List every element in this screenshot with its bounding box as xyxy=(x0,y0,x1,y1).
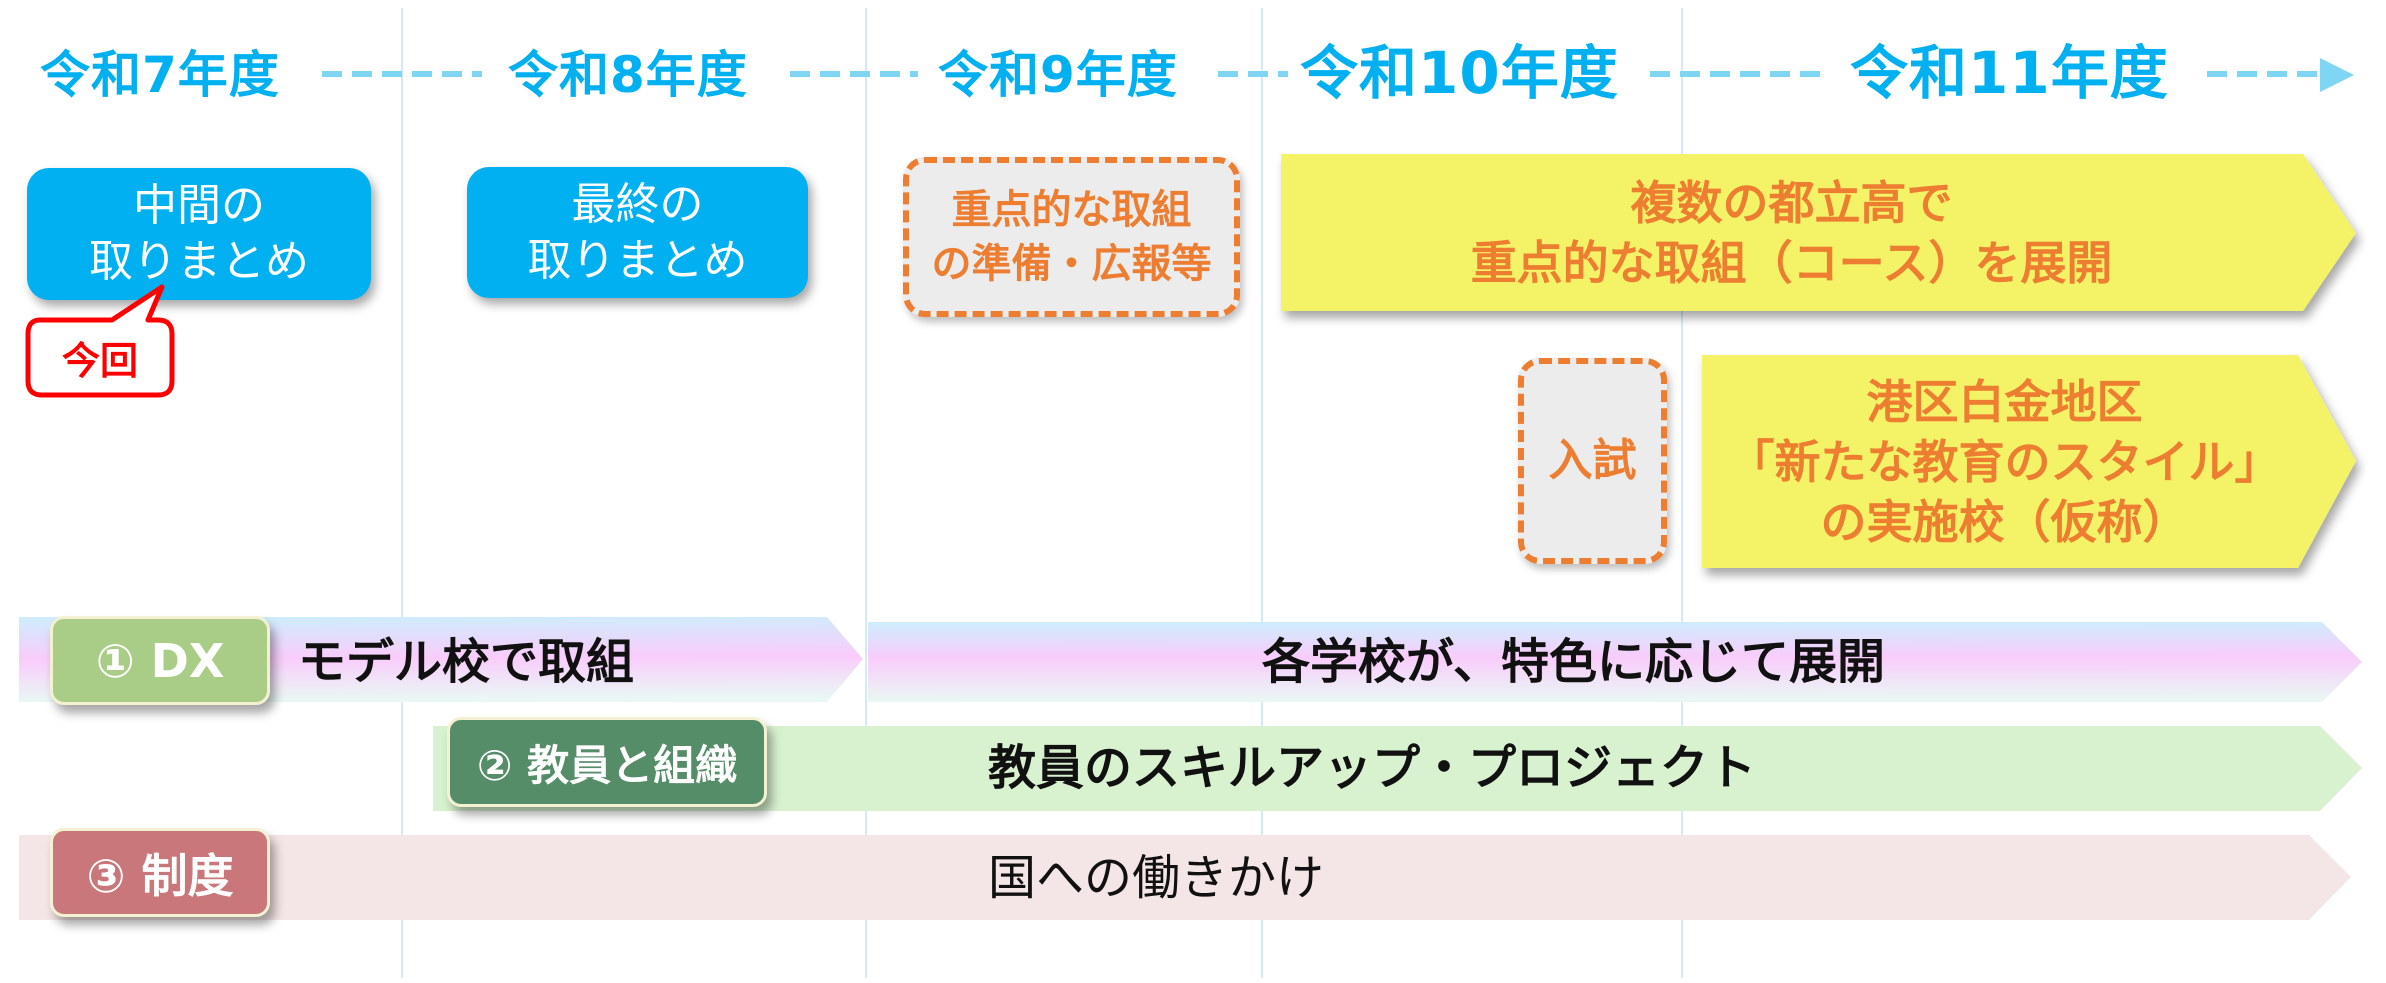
timeline-dash xyxy=(790,71,918,77)
track-dx-phase2-band xyxy=(868,622,2363,702)
entrance-exam-box: 入試 xyxy=(1518,358,1667,564)
track-badge-system: ③ 制度 xyxy=(50,828,270,917)
milestone-interim: 中間の 取りまとめ xyxy=(27,168,371,300)
shirokane-arrow-shape xyxy=(1702,355,2356,568)
preparation-box: 重点的な取組 の準備・広報等 xyxy=(903,157,1240,317)
callout-bubble xyxy=(25,284,175,398)
track-teachers-band xyxy=(433,726,2363,811)
track-teachers-text: 教員のスキルアップ・プロジェクト xyxy=(988,740,1757,796)
year-label-r10: 令和10年度 xyxy=(1300,39,1619,107)
track-dx-phase2-text: 各学校が、特色に応じて展開 xyxy=(1262,634,1886,690)
year-label-r9: 令和9年度 xyxy=(938,46,1178,104)
track-system-band xyxy=(19,835,2352,920)
track-system-text: 国への働きかけ xyxy=(988,850,1325,906)
timeline-dash xyxy=(1650,71,1820,77)
shirokane-arrow: 港区白金地区 「新たな教育のスタイル」 の実施校（仮称） xyxy=(1702,355,2357,568)
timeline-dash xyxy=(322,71,482,77)
track-badge-dx: ① DX xyxy=(50,616,270,705)
milestone-final: 最終の 取りまとめ xyxy=(467,167,808,298)
track-badge-teachers: ② 教員と組織 xyxy=(447,717,767,807)
shirokane-text: 港区白金地区 「新たな教育のスタイル」 の実施校（仮称） xyxy=(1728,374,2281,549)
year-label-r7: 令和7年度 xyxy=(40,46,280,104)
timeline-dash xyxy=(2207,71,2327,77)
year-divider xyxy=(1261,8,1263,978)
expansion-arrow: 複数の都立高で 重点的な取組（コース）を展開 xyxy=(1281,154,2357,311)
timeline-dash xyxy=(1218,71,1288,77)
expansion-text: 複数の都立高で 重点的な取組（コース）を展開 xyxy=(1470,175,2113,290)
expansion-arrow-shape xyxy=(1281,154,2356,311)
year-divider xyxy=(401,8,403,978)
year-label-r8: 令和8年度 xyxy=(508,46,748,104)
year-divider xyxy=(865,8,867,978)
year-divider xyxy=(1681,8,1683,978)
year-label-r11: 令和11年度 xyxy=(1850,39,2169,107)
callout-current-label: 今回 xyxy=(61,339,138,383)
timeline-arrow-icon xyxy=(2320,58,2354,92)
track-dx-phase1-text: モデル校で取組 xyxy=(298,634,635,690)
